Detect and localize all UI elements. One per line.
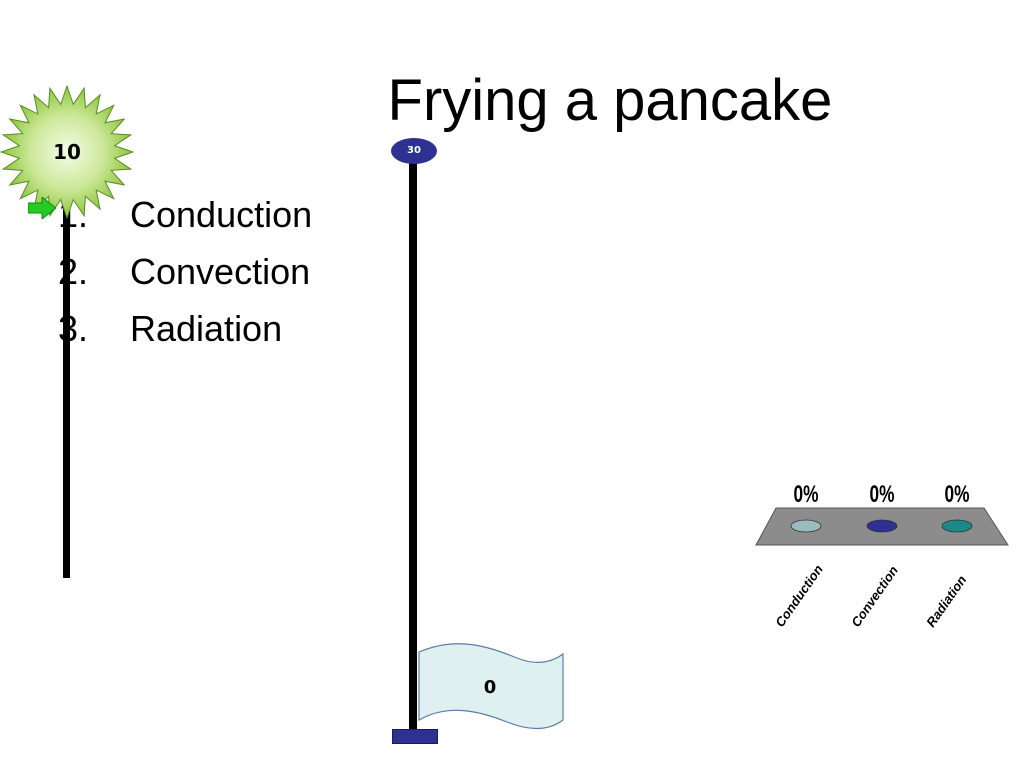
answer-list: 1. Conduction 2. Convection 3. Radiation [58, 186, 312, 357]
answer-label: Radiation [130, 307, 283, 349]
chart-bar-base-conduction [790, 519, 822, 533]
answer-number: 2. [58, 250, 89, 292]
results-chart: 0% Conduction 0% Convection 0% Radiation [755, 481, 1009, 630]
chart-category-label: Convection [848, 563, 901, 630]
countdown-timer-badge: 10 [0, 84, 135, 220]
starburst-icon [0, 84, 135, 220]
flag-icon [418, 643, 564, 730]
chart-bar-base-convection [866, 519, 898, 533]
answer-number: 3. [58, 307, 89, 349]
countdown-pole-base [392, 729, 438, 744]
chart-marks: 0% Conduction 0% Convection 0% Radiation [772, 481, 973, 630]
flag-value: 0 [483, 677, 497, 698]
chart-value-label: 0% [794, 481, 819, 507]
answer-label: Conduction [130, 193, 313, 235]
chart-bar-base-radiation [941, 519, 973, 533]
countdown-pole [409, 160, 417, 736]
answer-option-1[interactable]: 1. Conduction [58, 186, 312, 243]
timer-value: 10 [53, 140, 81, 164]
chart-value-label: 0% [945, 481, 970, 507]
countdown-top-value: 30 [391, 138, 437, 164]
pointer-arrow-icon [28, 197, 56, 219]
answer-option-3[interactable]: 3. Radiation [58, 300, 312, 357]
answer-option-2[interactable]: 2. Convection [58, 243, 312, 300]
chart-value-label: 0% [870, 481, 895, 507]
answer-label: Convection [130, 250, 311, 292]
slide-title: Frying a pancake [387, 68, 833, 133]
chart-category-label: Radiation [923, 573, 969, 630]
timer-bar [63, 190, 70, 578]
chart-category-label: Conduction [772, 562, 826, 630]
